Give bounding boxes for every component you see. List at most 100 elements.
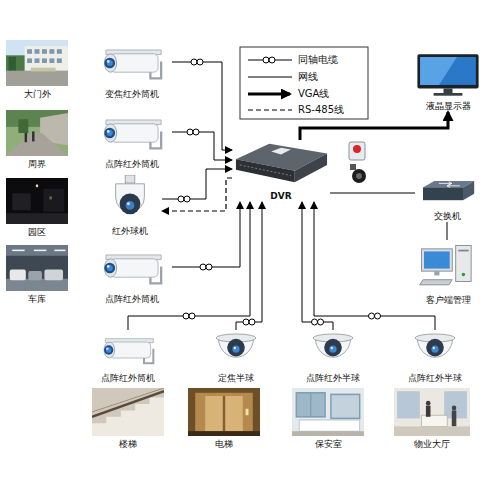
photo-night-part [6,178,68,224]
photo-night-part [12,193,31,210]
photo-elev-part [195,393,253,431]
scene-photo: 大门外 [6,40,68,100]
coax-loop [189,313,195,319]
photo-garage-part [44,270,63,281]
camera-icon: 点阵红外筒机 [88,330,168,384]
bullet-part [107,60,113,66]
photo-gate-part [42,49,47,54]
legend-coax-loop [263,57,269,63]
dvr-art [232,140,330,188]
coax-symbol [178,196,190,202]
dome-part [227,339,245,357]
photo-elev-part [188,431,260,436]
photo-garage-part [6,245,68,256]
bullet-part [104,263,115,274]
coax-loop [197,59,203,65]
dvr-part [240,165,291,176]
node-label: 点阵红外筒机 [80,158,184,170]
photo-gate-part [6,40,68,86]
legend-text: VGA线 [298,88,329,100]
photo-hall-part [452,410,457,426]
photo-garage-part [28,271,42,280]
photo-garage-part [12,250,24,252]
photo-gate-part [8,57,15,72]
alarm-button [349,142,365,160]
legend-text: 同轴电缆 [298,54,338,66]
bullet-part [104,54,116,72]
photo-elev-part [223,396,224,431]
node-label: 点阵红外半球 [288,372,378,384]
bullet-art [92,40,172,86]
bullet-part [104,259,116,277]
legend-vga-sample [248,93,290,96]
pc-part [434,271,439,275]
scene-photo: 楼梯 [92,388,164,450]
alarm-siren [350,164,366,183]
node-label: 大门外 [0,88,80,100]
coax-symbol [183,313,195,319]
bullet-art [88,330,168,370]
bullet-part [150,266,161,283]
dvr-part [295,153,327,182]
node-label: 楼梯 [80,438,176,450]
scene-photo: 保安室 [292,388,364,450]
photo-elev-art [188,388,260,436]
legend-coax-loop [269,57,275,63]
photo-room-part [310,393,311,417]
coax-symbol [369,313,381,319]
node-label: 液晶显示器 [400,100,496,112]
coax-cable [172,62,232,150]
pc-part [420,280,453,285]
photo-stair-art [92,388,164,436]
photo-hall-part [397,391,420,418]
node-label: DVR [220,190,342,202]
dome-art [300,330,366,370]
legend-rs485-sample [248,109,292,110]
photo-elev-part [225,396,242,431]
photo-gate-part [27,49,32,54]
photo-gate-part [49,58,54,63]
photo-wall-part [25,133,27,142]
photo-gate-part [57,58,62,63]
dome-part [324,339,342,357]
coax-loop [187,129,193,135]
photo-gate-part [35,49,40,54]
network-cable [330,193,415,194]
network-cable [447,222,448,240]
photo-wall-art [6,110,68,156]
camera-icon: 定焦半球 [205,330,267,384]
ptz-art [98,175,162,223]
monitor-part [434,93,463,96]
legend-box [240,47,368,119]
dome-art [402,330,468,370]
coax-loop [183,313,189,319]
photo-night-art [6,178,68,224]
photo-gate-part [25,46,68,71]
monitor-part [417,54,478,88]
coax-loop [206,264,212,270]
coax-loop [178,196,184,202]
coax-cable [236,202,262,330]
bullet-part [107,60,110,63]
coax-loop [249,319,255,325]
coax-loop [318,319,324,325]
camera-icon: 红外球机 [98,175,162,237]
photo-room-part [296,393,325,417]
switch-part [439,182,460,188]
coax-loop [369,313,375,319]
bullet-part [106,347,111,352]
scene-photo: 周界 [6,110,68,170]
photo-elev-part [246,409,249,415]
ptz-part [120,193,141,214]
ptz-part [127,202,130,205]
photo-gate-part [27,58,32,63]
bullet-part [150,61,161,78]
monitor-part [420,57,457,85]
node-label: 园区 [0,226,80,238]
photo-wall-part [32,131,34,141]
coax-symbol [187,129,199,135]
node-label: 定焦半球 [193,372,279,384]
bullet-part [107,265,110,268]
photo-gate-part [57,49,62,54]
camera-icon: 点阵红外筒机 [92,110,172,170]
